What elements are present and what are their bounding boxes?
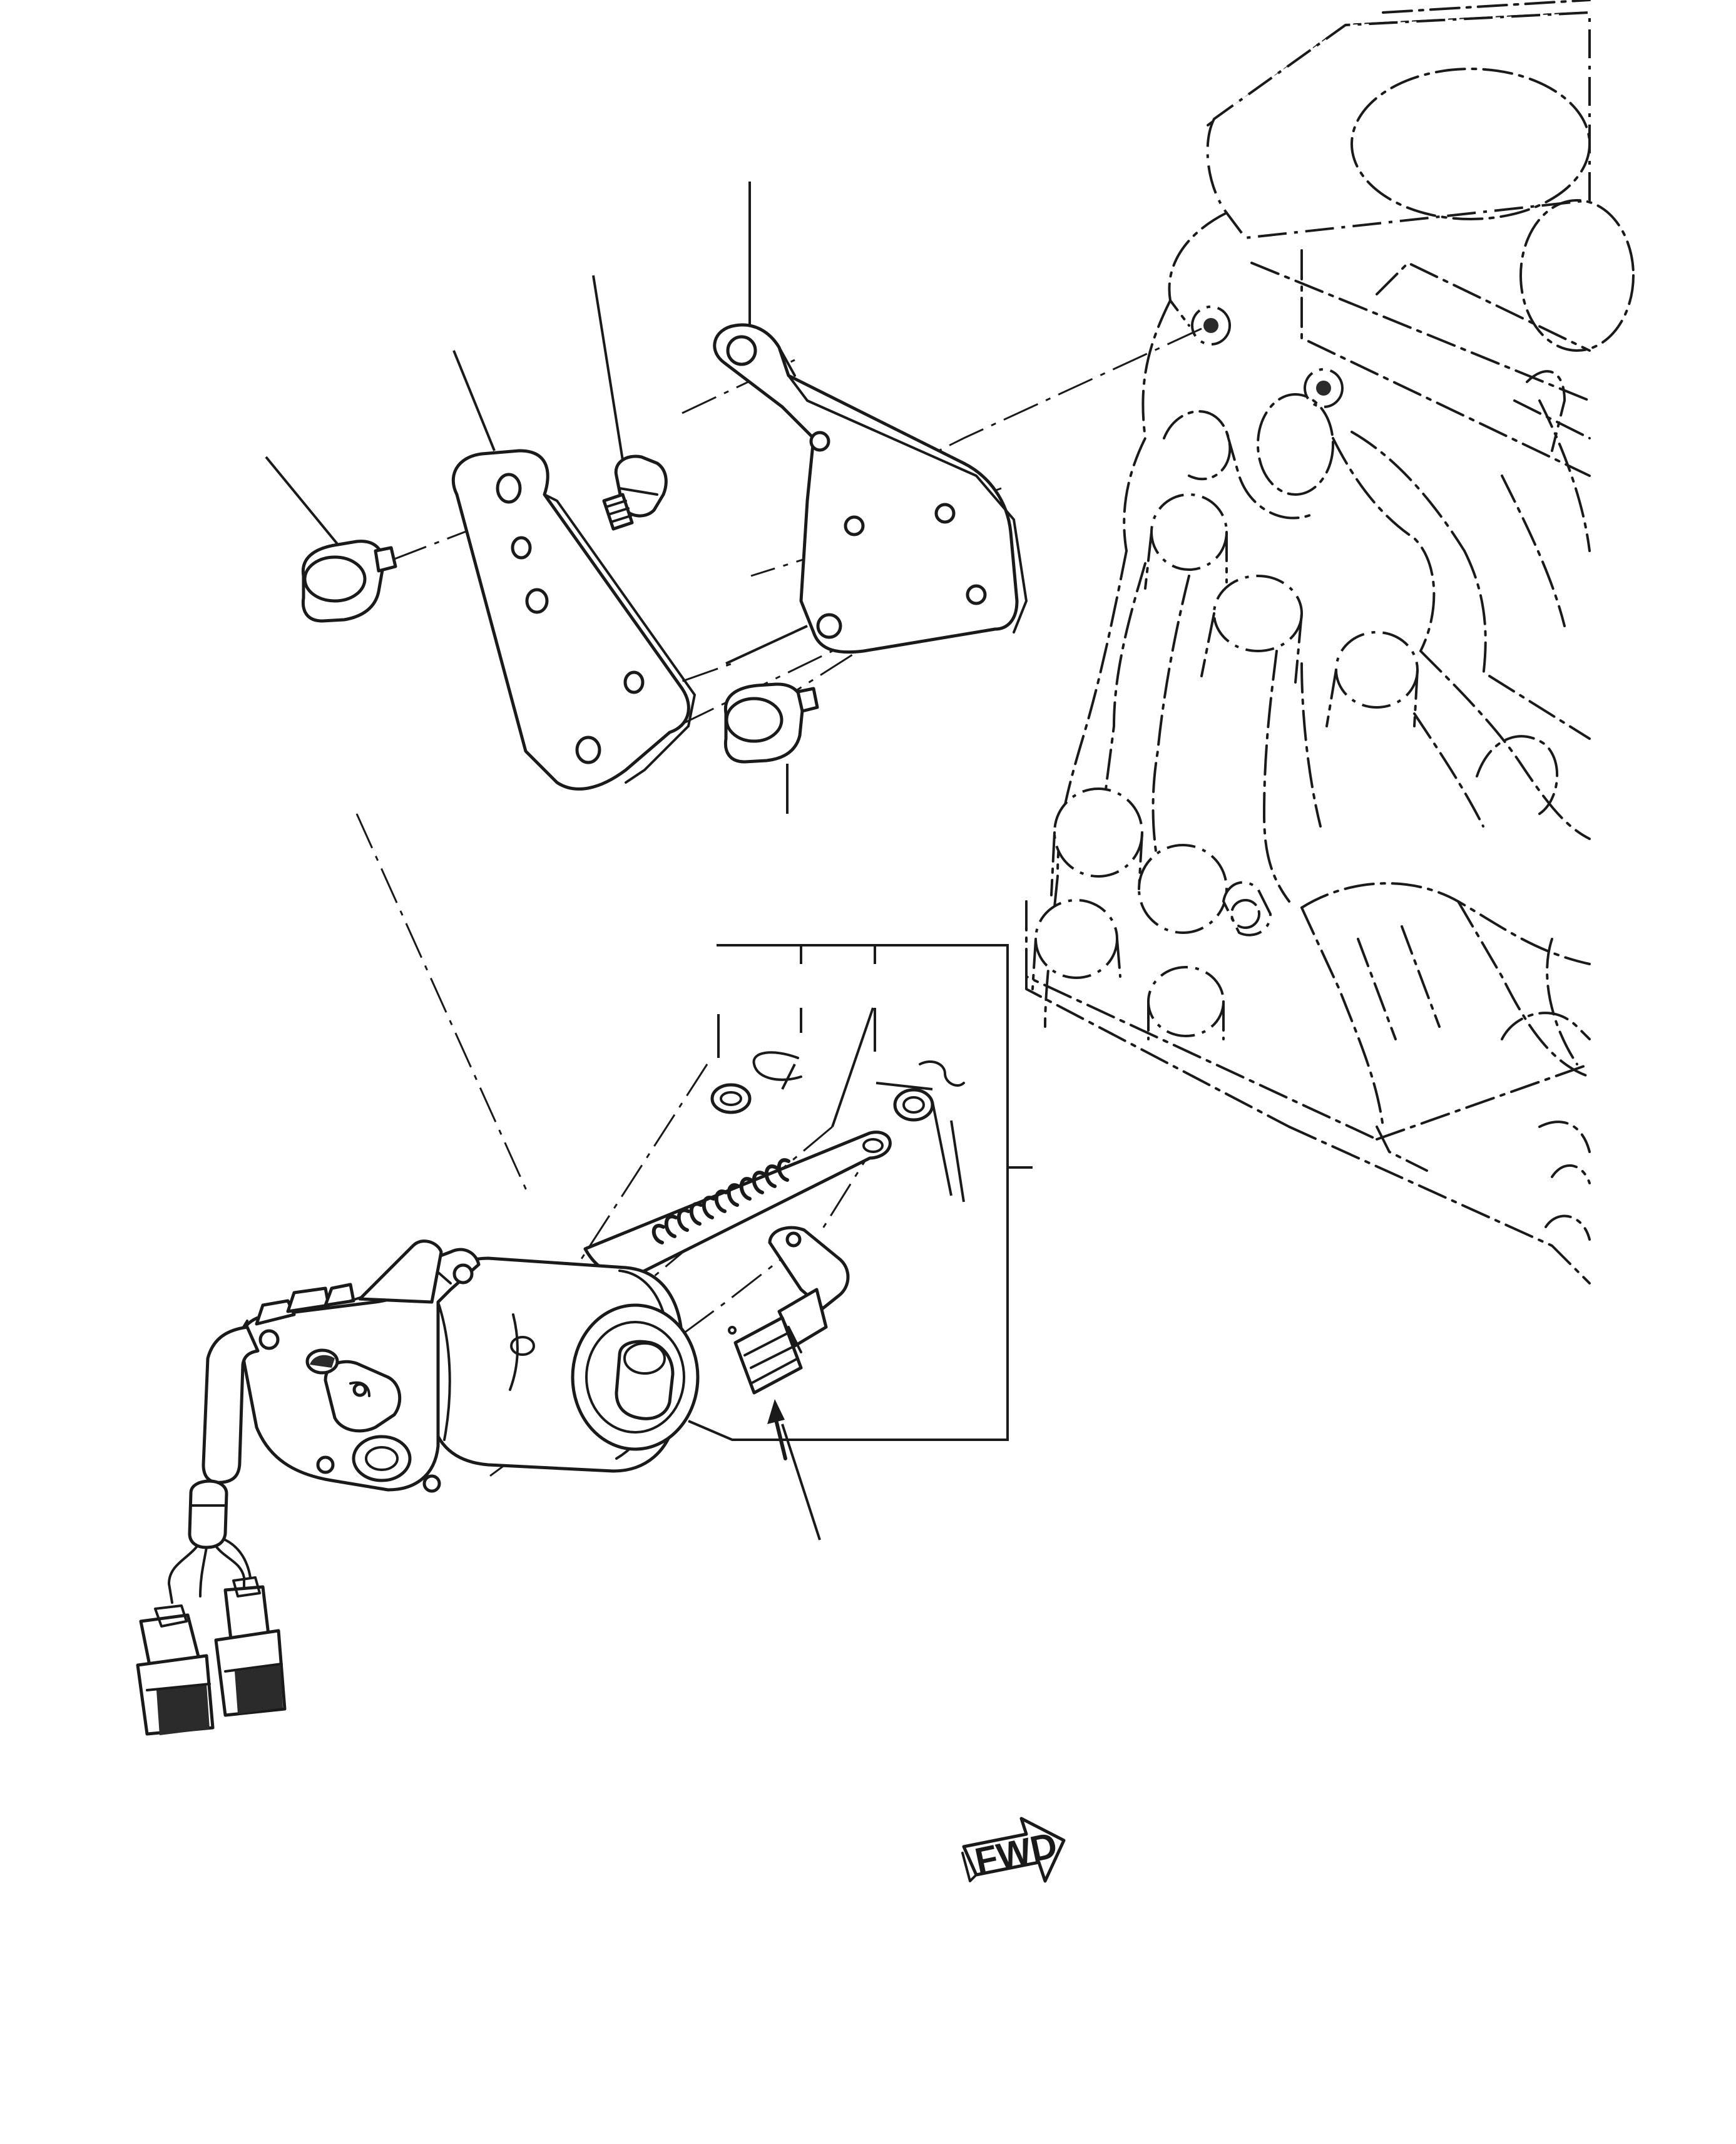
engine-block-phantom: [1025, 0, 1635, 1285]
connector-right: [214, 1576, 287, 1717]
washer-left: [710, 1083, 752, 1114]
assembly-arrow: [767, 1399, 787, 1460]
return-spring: [651, 1158, 790, 1244]
actuator-motor: [430, 1256, 700, 1473]
connector-left: [136, 1604, 215, 1736]
plunger-rod: [728, 1226, 850, 1395]
snap-ring-upper: [752, 1051, 802, 1081]
washer-right: [893, 1088, 934, 1122]
right-bracket: [713, 323, 1028, 654]
bolt-left: [301, 540, 397, 623]
callout-leaders: [265, 182, 965, 1541]
motor-flange: [237, 1239, 481, 1493]
snap-ring-right: [919, 1060, 965, 1087]
wire-harness: [168, 1325, 260, 1604]
kit-bracket-frame: [688, 944, 1033, 1441]
bolt-middle: [602, 454, 668, 531]
fwd-direction-arrow: FWD: [961, 1817, 1066, 1883]
bolt-bracket: [723, 682, 819, 764]
left-bracket: [451, 449, 696, 791]
